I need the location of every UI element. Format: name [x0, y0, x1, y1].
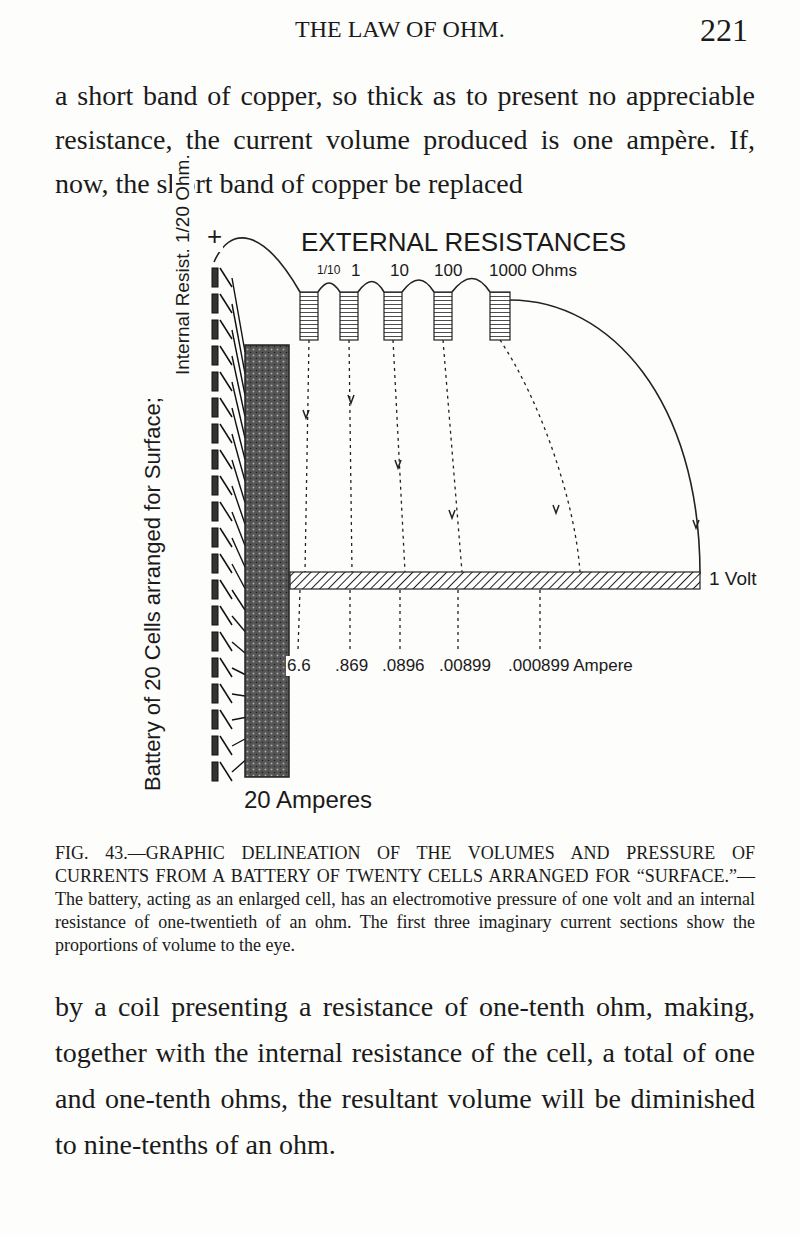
current-paths — [298, 340, 580, 650]
resistance-value: 1000 Ohms — [488, 261, 578, 281]
resistance-value: 1/10 — [316, 264, 341, 278]
current-value: .00899 — [438, 656, 492, 676]
current-value: 6.6 — [286, 656, 312, 676]
body-paragraph: a short band of copper, so thick as to p… — [55, 74, 755, 206]
resistance-value: 1 — [350, 261, 361, 281]
running-head: THE LAW OF OHM. — [295, 16, 505, 44]
internal-resistance-label: Internal Resist. 1/20 Ohm. — [172, 153, 194, 376]
body-paragraph: by a coil presenting a resistance of one… — [55, 984, 755, 1168]
resistance-value: 100 — [433, 261, 463, 281]
current-arrows — [303, 395, 699, 528]
current-value: .869 — [334, 656, 369, 676]
polarity-sign: + — [206, 222, 223, 252]
current-value: .0896 — [381, 656, 426, 676]
copper-band — [245, 345, 289, 777]
resistance-value: 10 — [389, 261, 410, 281]
return-conductor — [290, 572, 700, 589]
section-heading: EXTERNAL RESISTANCES — [300, 228, 627, 258]
page-number: 221 — [700, 12, 748, 49]
battery-cells — [212, 268, 245, 781]
resistance-coils — [300, 292, 510, 340]
current-value: 20 Amperes — [243, 786, 373, 814]
figure-caption: FIG. 43.—GRAPHIC DELINEATION OF THE VOLU… — [55, 842, 755, 957]
current-value: .000899 Ampere — [507, 656, 634, 676]
voltage-label: 1 Volt — [708, 568, 758, 590]
battery-label: Battery of 20 Cells arranged for Surface… — [140, 396, 165, 792]
circuit-wires — [214, 238, 700, 574]
